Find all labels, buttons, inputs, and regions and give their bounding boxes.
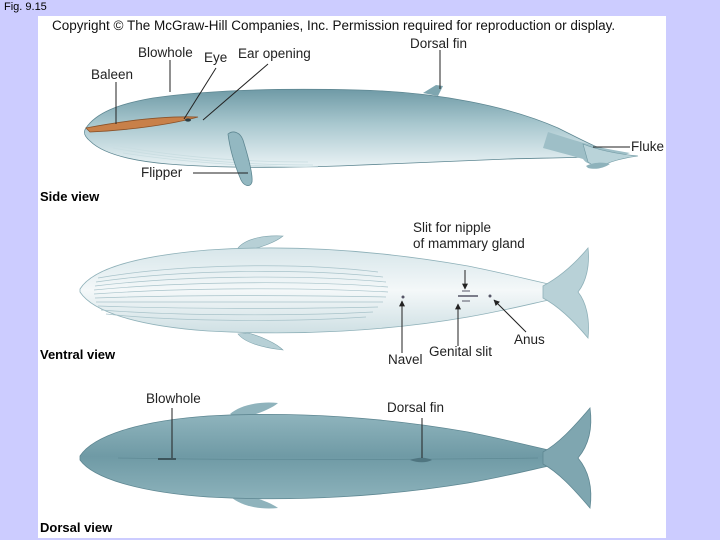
label-side-dorsal-fin: Dorsal fin [410, 36, 468, 51]
side-view-whale [83, 85, 639, 186]
label-side-ear-opening: Ear opening [238, 46, 311, 61]
side-view-title: Side view [40, 189, 100, 204]
figure-panel: Copyright © The McGraw-Hill Companies, I… [38, 16, 666, 538]
whale-illustration [79, 50, 639, 509]
label-ventral-slit-line2: of mammary gland [413, 236, 525, 251]
ventral-view-title: Ventral view [40, 347, 116, 362]
ventral-view-whale [79, 235, 589, 351]
label-side-flipper: Flipper [141, 165, 183, 180]
label-side-eye: Eye [204, 50, 228, 65]
label-ventral-anus: Anus [514, 332, 545, 347]
label-dorsal-dorsal-fin: Dorsal fin [387, 400, 445, 415]
copyright-notice: Copyright © The McGraw-Hill Companies, I… [52, 18, 616, 33]
label-ventral-slit-line1: Slit for nipple [413, 220, 492, 235]
label-side-blowhole: Blowhole [138, 45, 193, 60]
label-ventral-navel: Navel [388, 352, 423, 367]
dorsal-view-title: Dorsal view [40, 520, 113, 535]
label-side-fluke: Fluke [631, 139, 665, 154]
dorsal-view-whale [79, 402, 592, 509]
label-side-baleen: Baleen [91, 67, 134, 82]
label-ventral-genital-slit: Genital slit [429, 344, 493, 359]
figure-label: Fig. 9.15 [4, 1, 47, 13]
label-dorsal-blowhole: Blowhole [146, 391, 201, 406]
